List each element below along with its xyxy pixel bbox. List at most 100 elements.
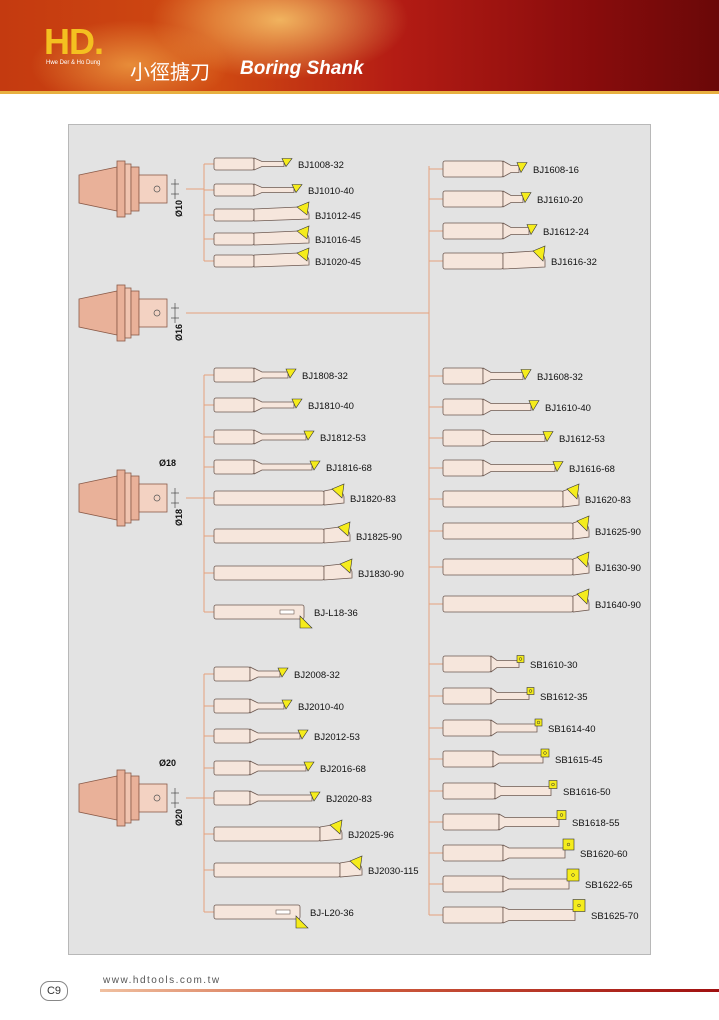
insert-tip [296,247,310,262]
bar-neck [494,782,552,800]
bar-label: BJ1630-90 [595,563,641,574]
bar-label: BJ1640-90 [595,600,641,611]
insert-tip [303,430,315,441]
bar-shank [213,826,321,842]
holder-collar [124,163,132,215]
bar-neck [502,160,520,178]
holder-taper [78,475,118,521]
insert-hole [528,689,533,693]
boring-shank-diagram: Ø10Ø16Ø18Ø18Ø20Ø20BJ1008-32BJ1010-40BJ10… [78,157,641,929]
boring-bar: BJ1616-32 [442,245,597,270]
holder-top-diameter-label: Ø18 [159,458,176,468]
boring-bar: BJ1010-40 [213,183,354,197]
bar-neck [482,367,524,385]
bar-neck [492,750,544,768]
bar-neck [482,429,546,447]
bar-shank [442,750,494,768]
insert-tip [291,398,303,409]
insert-tip [309,791,321,802]
bar-label: BJ1608-16 [533,165,579,176]
bar-shank [213,157,255,171]
bar-neck [253,157,285,171]
holder-diameter-label: Ø16 [174,324,184,341]
insert-tip [552,461,564,473]
bar-neck [490,687,530,705]
bar-slot [279,609,295,615]
bar-shank [213,565,325,581]
bar-shank [213,698,251,714]
insert-square [526,687,535,695]
footer-rule [100,989,719,992]
insert-tip [532,245,546,262]
holder-nose [138,298,168,328]
bar-label: BJ2008-32 [294,670,340,681]
insert-tip [291,184,303,194]
insert-tip [331,483,345,499]
boring-bar: BJ1810-40 [213,397,354,413]
boring-bar: SB1622-65 [442,868,633,893]
bar-shank [213,459,255,475]
boring-bar: BJ1612-53 [442,429,605,447]
bar-neck [498,813,560,831]
boring-bar: BJ1812-53 [213,429,366,445]
bar-neck [502,906,576,924]
bar-label: BJ1625-90 [595,527,641,538]
boring-bar: BJ1620-83 [442,483,631,508]
page-title-chinese: 小徑搪刀 [130,60,210,84]
bar-label: SB1610-30 [530,660,578,671]
bar-shank [213,397,255,413]
bar-shank [213,429,255,445]
insert-tip [285,368,297,379]
page-title: Boring Shank [240,58,364,79]
bar-neck [253,459,313,475]
holder-collar [124,772,132,824]
bar-shank [442,398,484,416]
boring-bar: BJ1825-90 [213,521,402,544]
holder-diameter-label: Ø10 [174,200,184,217]
bar-label: BJ1825-90 [356,532,402,543]
insert-hole [551,782,555,787]
bar-label: BJ1812-53 [320,433,366,444]
bar-neck [502,844,566,862]
boring-bar: BJ2008-32 [213,666,340,682]
bar-neck [249,666,281,682]
bar-label: BJ1616-32 [551,257,597,268]
insert-hole [566,842,571,847]
insert-square [548,780,558,789]
bar-shank [213,183,255,197]
brand-logo: HD. [44,21,104,62]
bar-label: SB1615-45 [555,755,603,766]
holder-diameter-label: Ø20 [174,809,184,826]
bar-shank [213,790,251,806]
page-header: HD. Hwe Der & Ho Dung 小徑搪刀 Boring Shank [0,0,719,94]
boring-bar: SB1614-40 [442,718,596,737]
boring-bar: BJ1640-90 [442,588,641,613]
insert-hole [518,657,523,661]
bar-label: BJ-L18-36 [314,608,358,619]
bar-shank [213,208,255,222]
insert-hole [577,903,581,908]
bar-shank [213,904,301,920]
bar-label: BJ1012-45 [315,211,361,222]
insert-square [516,655,525,663]
insert-tip [281,699,293,710]
bar-neck [490,655,520,673]
boring-bar: BJ1816-68 [213,459,372,475]
holder-taper [78,290,118,336]
boring-bar: BJ1820-83 [213,483,396,506]
bar-label: SB1625-70 [591,911,639,922]
bar-neck [482,459,556,477]
bar-label: BJ2010-40 [298,702,344,713]
bar-label: BJ1830-90 [358,569,404,580]
boring-bar: BJ1830-90 [213,558,404,581]
boring-bar: BJ1630-90 [442,551,641,576]
insert-tip [542,431,554,443]
holder-nose [138,483,168,513]
holder-screw [153,185,161,193]
bar-label: BJ1820-83 [350,494,396,505]
bar-label: BJ1610-40 [545,403,591,414]
boring-bar: BJ2020-83 [213,790,372,806]
boring-bar: SB1616-50 [442,780,611,800]
bar-shank [213,367,255,383]
